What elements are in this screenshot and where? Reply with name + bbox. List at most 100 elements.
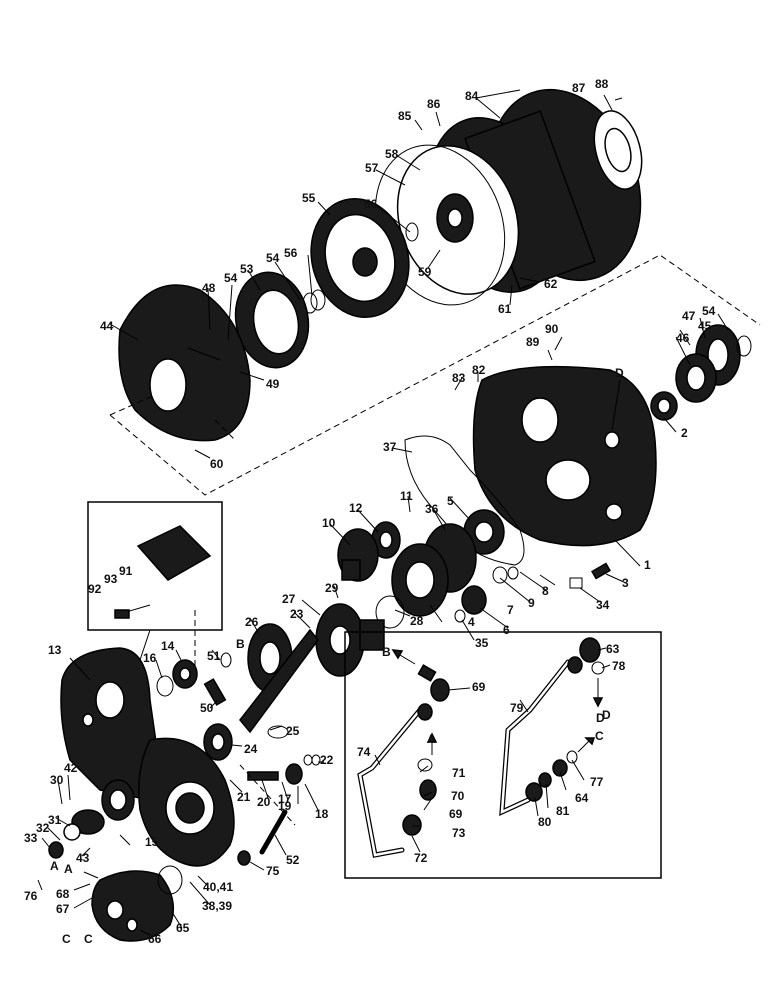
callout-label: 2: [681, 426, 688, 440]
callout-label: 10: [322, 516, 336, 530]
callout-label: 48: [202, 281, 216, 295]
callout-label: 67: [56, 902, 70, 916]
callout-label: 62: [544, 277, 558, 291]
callout-label: 9: [528, 596, 535, 610]
callout-label: 92: [88, 582, 102, 596]
callout-label: 47: [682, 309, 696, 323]
callout-label: 5: [447, 494, 454, 508]
callout-label: 84: [465, 89, 479, 103]
connection-letter: C: [595, 729, 604, 743]
callout-label: 69: [472, 680, 486, 694]
callout-label: 68: [56, 887, 70, 901]
connection-letter: A: [50, 859, 59, 873]
callout-label: 54: [224, 271, 238, 285]
callout-label: 79: [510, 701, 524, 715]
callout-label: 50: [200, 701, 214, 715]
pump-body: [91, 870, 175, 942]
callout-label: 20: [257, 795, 271, 809]
connection-letter: D: [602, 708, 611, 722]
output-flange: [315, 603, 385, 677]
callout-label: 19: [278, 799, 292, 813]
callout-label: 66: [148, 932, 162, 946]
connection-letter: B: [236, 637, 245, 651]
cover-plate: [136, 525, 212, 581]
callout-label: 33: [24, 831, 38, 845]
callout-label: 85: [398, 109, 412, 123]
callout-label: 38,39: [202, 899, 232, 913]
connection-letter: C: [62, 932, 71, 946]
callout-label: 45: [698, 319, 712, 333]
callout-label: 25: [286, 724, 300, 738]
callout-label: 89: [526, 335, 540, 349]
callout-label: 8: [542, 584, 549, 598]
callout-label: 42: [64, 761, 78, 775]
callout-label: 43: [76, 851, 90, 865]
callout-label: 59: [418, 265, 432, 279]
callout-label: 6: [503, 623, 510, 637]
callout-label: 80: [538, 815, 552, 829]
callout-label: 83: [452, 371, 466, 385]
callout-label: 90: [545, 322, 559, 336]
callout-label: 60: [210, 457, 224, 471]
callout-label: 88: [595, 77, 609, 91]
mounting-plate: [593, 110, 643, 190]
callout-label: 58: [385, 147, 399, 161]
callout-label: 26: [245, 615, 259, 629]
transmission-case: [472, 365, 657, 547]
callout-label: 28: [410, 614, 424, 628]
callout-label: 86: [427, 97, 441, 111]
callout-label: 51: [207, 649, 221, 663]
callout-label: 30: [50, 773, 64, 787]
callout-label: 17: [278, 792, 292, 806]
callout-label: 70: [451, 789, 465, 803]
callout-label: 81: [556, 804, 570, 818]
callout-label: 46: [676, 331, 690, 345]
callout-label: 76: [24, 889, 38, 903]
callout-label: 36: [425, 502, 439, 516]
callout-label: 74: [357, 745, 371, 759]
stator-wheel: [310, 197, 410, 319]
callout-label: 55: [302, 191, 316, 205]
bearing-assembly: [675, 324, 752, 403]
connection-letter: B: [382, 645, 391, 659]
callout-label: 16: [143, 651, 157, 665]
gear-case: [60, 647, 161, 801]
callout-label: 56: [364, 197, 378, 211]
callout-label: 12: [349, 501, 363, 515]
guide-lines: [109, 254, 761, 826]
callout-label: 72: [414, 851, 428, 865]
connection-letter: C: [84, 932, 93, 946]
callout-label: 44: [100, 319, 114, 333]
lower-case-group: [48, 501, 321, 942]
callout-label: 1: [644, 558, 651, 572]
callout-label: 91: [119, 564, 133, 578]
connection-letter: D: [615, 366, 624, 380]
callout-label: 61: [498, 302, 512, 316]
callout-label: 71: [452, 766, 466, 780]
callout-label: 35: [475, 636, 489, 650]
impeller: [234, 271, 310, 369]
callout-label: 77: [590, 775, 604, 789]
callout-label: 23: [290, 607, 304, 621]
callout-label: 22: [320, 753, 334, 767]
callout-label: 87: [572, 81, 586, 95]
callout-label: 73: [452, 826, 466, 840]
callout-label: 82: [472, 363, 486, 377]
hydraulic-lines-box: [344, 631, 662, 879]
callout-label: 93: [104, 572, 118, 586]
connection-letters: A A A B B C C C D D D: [50, 366, 624, 946]
transmission-case-group: [315, 324, 752, 677]
callout-label: 24: [244, 742, 258, 756]
callout-label: 14: [161, 639, 175, 653]
callout-label: 78: [612, 659, 626, 673]
callout-label: 3: [622, 576, 629, 590]
callout-label: 52: [286, 853, 300, 867]
callout-label: 56: [284, 246, 298, 260]
callout-labels: 1 2 3 4 5 6 7 8 9 10 11 12 13 14 15 16 1…: [24, 77, 716, 946]
callout-label: 27: [282, 592, 296, 606]
connection-letter: A: [64, 862, 73, 876]
connection-letter: D: [596, 711, 605, 725]
callout-label: 49: [266, 377, 280, 391]
